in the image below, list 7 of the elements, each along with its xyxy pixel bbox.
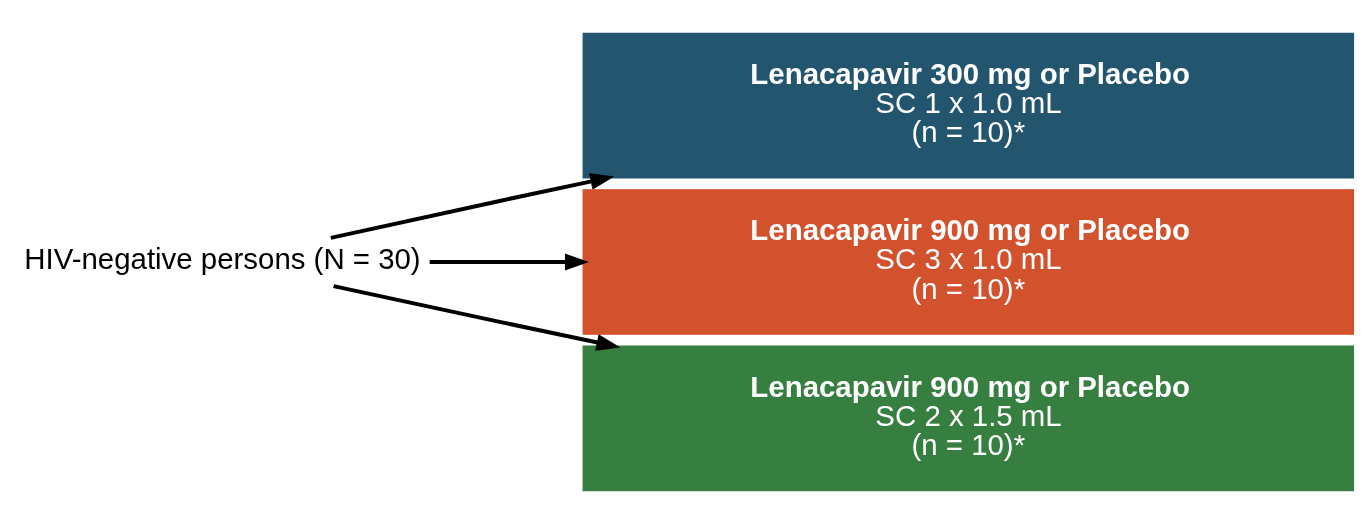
arrow [333,283,621,351]
node-text: HIV-negative persons (N = 30) [24,241,421,275]
arrow [330,172,615,240]
node-box: Lenacapavir 300 mg or Placebo SC 1 x 1.0 mL (n = 10)* [582,32,1355,178]
node-box: Lenacapavir 900 mg or Placebo SC 2 x 1.5 mL (n = 10)* [582,345,1355,491]
node-box: Lenacapavir 900 mg or Placebo SC 3 x 1.0 mL (n = 10)* [582,188,1355,335]
arrow [429,253,590,270]
